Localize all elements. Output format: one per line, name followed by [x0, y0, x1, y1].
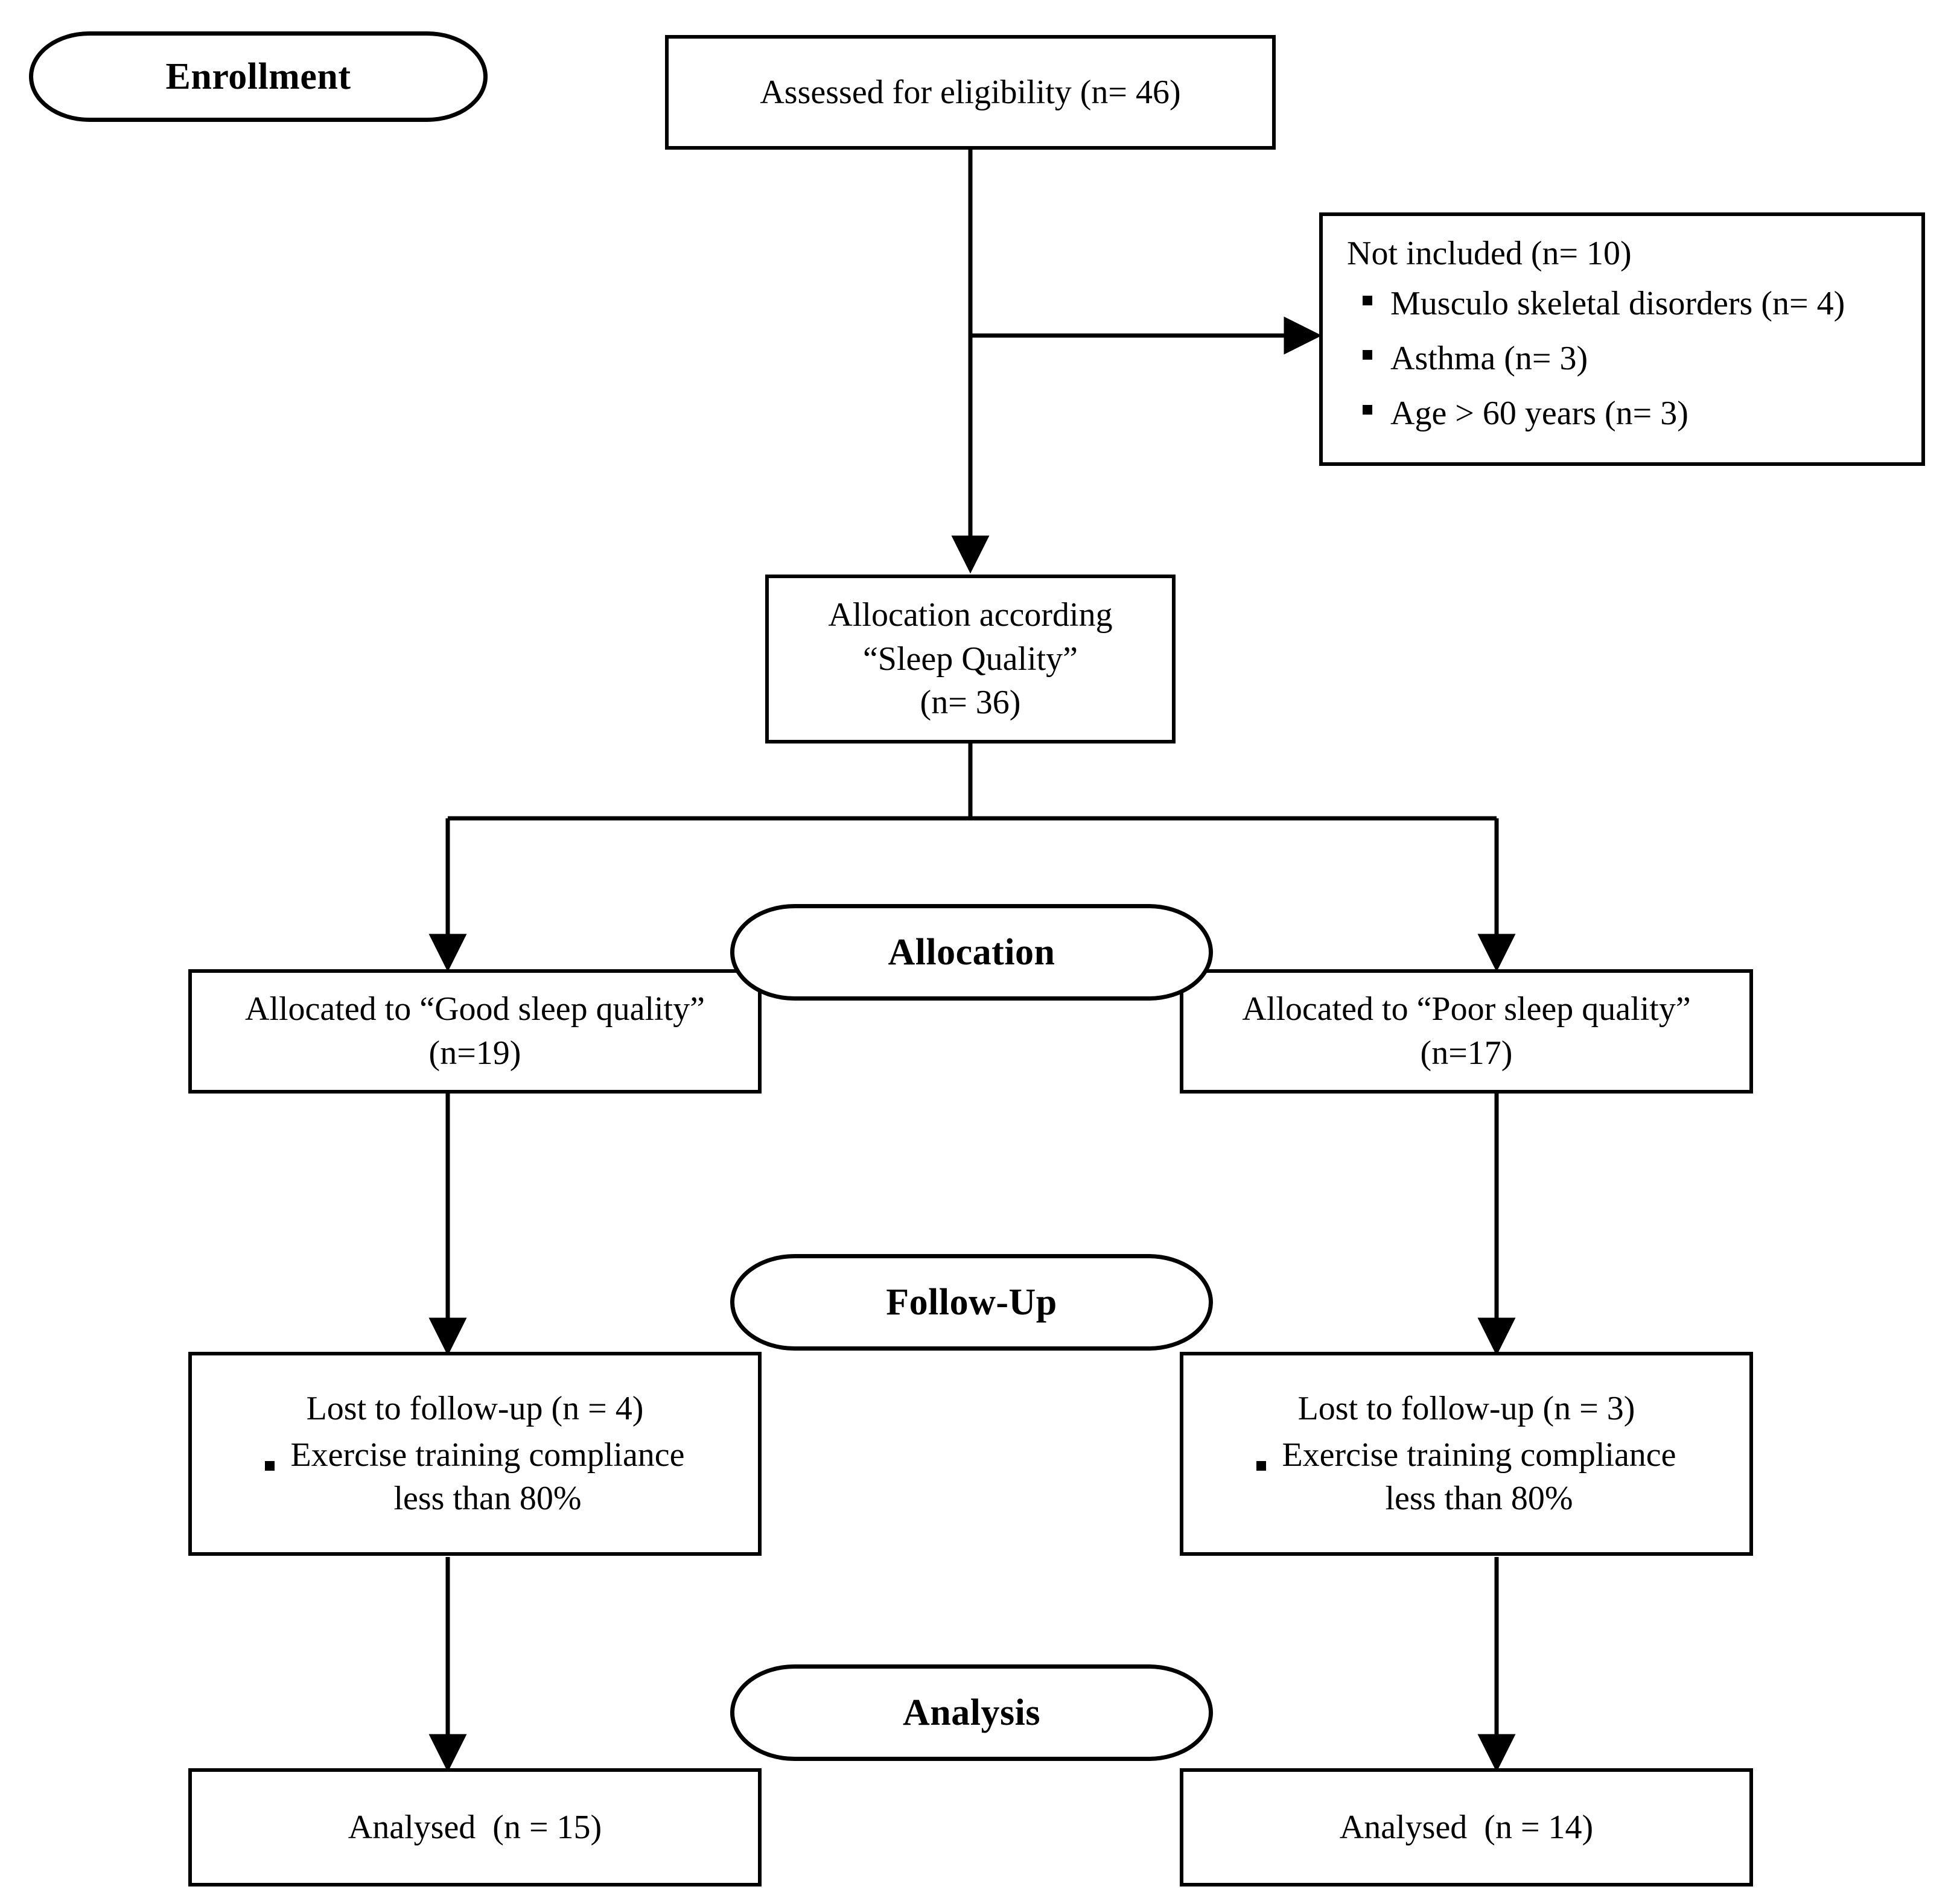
bullet-square-icon	[1363, 405, 1372, 415]
node-lost-good-bullet-line-2: less than 80%	[393, 1480, 582, 1518]
stage-label-allocation: Allocation	[730, 904, 1213, 1001]
list-item: Exercise training compliance less than 8…	[1197, 1433, 1736, 1521]
node-allocated-good-sleep-quality: Allocated to “Good sleep quality” (n=19)	[188, 969, 762, 1094]
node-lost-poor-title: Lost to follow-up (n = 3)	[1297, 1389, 1635, 1427]
node-alloc-poor-line-2: (n=17)	[1420, 1034, 1513, 1072]
not-included-item-0: Musculo skeletal disorders (n= 4)	[1390, 285, 1845, 323]
node-not-included-title: Not included (n= 10)	[1347, 235, 1632, 273]
stage-label-followup: Follow-Up	[730, 1254, 1213, 1351]
node-lost-good-bullet: Exercise training compliance less than 8…	[290, 1433, 684, 1521]
stage-label-enrollment-text: Enrollment	[165, 56, 351, 97]
stage-label-allocation-text: Allocation	[888, 931, 1055, 973]
list-item: Age > 60 years (n= 3)	[1338, 392, 1906, 436]
node-not-included: Not included (n= 10) Musculo skeletal di…	[1319, 212, 1925, 466]
node-allocation-line-2: “Sleep Quality”	[862, 640, 1078, 678]
bullet-square-icon	[1256, 1460, 1267, 1471]
node-lost-poor-bullet-line-2: less than 80%	[1385, 1480, 1573, 1518]
bullet-square-icon	[1363, 295, 1372, 305]
node-lost-to-followup-poor: Lost to follow-up (n = 3) Exercise train…	[1180, 1352, 1753, 1556]
node-analysed-good: Analysed (n = 15)	[188, 1768, 762, 1886]
node-lost-poor-bullet-line-1: Exercise training compliance	[1282, 1436, 1676, 1474]
node-alloc-good-line-1: Allocated to “Good sleep quality”	[245, 990, 705, 1028]
node-assessed-for-eligibility: Assessed for eligibility (n= 46)	[665, 35, 1276, 150]
bullet-square-icon	[1363, 350, 1372, 360]
node-assessed-line-1: Assessed for eligibility (n= 46)	[760, 73, 1181, 111]
stage-label-analysis: Analysis	[730, 1664, 1213, 1761]
node-analysed-good-line-1: Analysed (n = 15)	[348, 1808, 602, 1846]
stage-label-analysis-text: Analysis	[903, 1692, 1040, 1733]
node-alloc-good-line-2: (n=19)	[428, 1034, 521, 1072]
node-allocation-according: Allocation according “Sleep Quality” (n=…	[765, 575, 1176, 743]
node-lost-good-bullet-line-1: Exercise training compliance	[290, 1436, 685, 1474]
node-allocation-line-3: (n= 36)	[920, 684, 1021, 722]
node-not-included-list: Musculo skeletal disorders (n= 4) Asthma…	[1338, 282, 1906, 446]
node-lost-poor-bullet: Exercise training compliance less than 8…	[1282, 1433, 1676, 1521]
not-included-item-1: Asthma (n= 3)	[1390, 340, 1588, 377]
node-allocated-poor-sleep-quality: Allocated to “Poor sleep quality” (n=17)	[1180, 969, 1753, 1094]
stage-label-followup-text: Follow-Up	[886, 1281, 1057, 1323]
list-item: Exercise training compliance less than 8…	[205, 1433, 745, 1521]
bullet-square-icon	[265, 1460, 275, 1471]
node-allocation-line-1: Allocation according	[828, 596, 1113, 634]
not-included-item-2: Age > 60 years (n= 3)	[1390, 394, 1688, 432]
list-item: Musculo skeletal disorders (n= 4)	[1338, 282, 1906, 326]
node-alloc-poor-line-1: Allocated to “Poor sleep quality”	[1242, 990, 1691, 1028]
node-analysed-poor-line-1: Analysed (n = 14)	[1339, 1808, 1594, 1846]
stage-label-enrollment: Enrollment	[29, 31, 488, 122]
node-lost-good-title: Lost to follow-up (n = 4)	[306, 1389, 644, 1427]
node-analysed-poor: Analysed (n = 14)	[1180, 1768, 1753, 1886]
list-item: Asthma (n= 3)	[1338, 337, 1906, 381]
node-lost-to-followup-good: Lost to follow-up (n = 4) Exercise train…	[188, 1352, 762, 1556]
